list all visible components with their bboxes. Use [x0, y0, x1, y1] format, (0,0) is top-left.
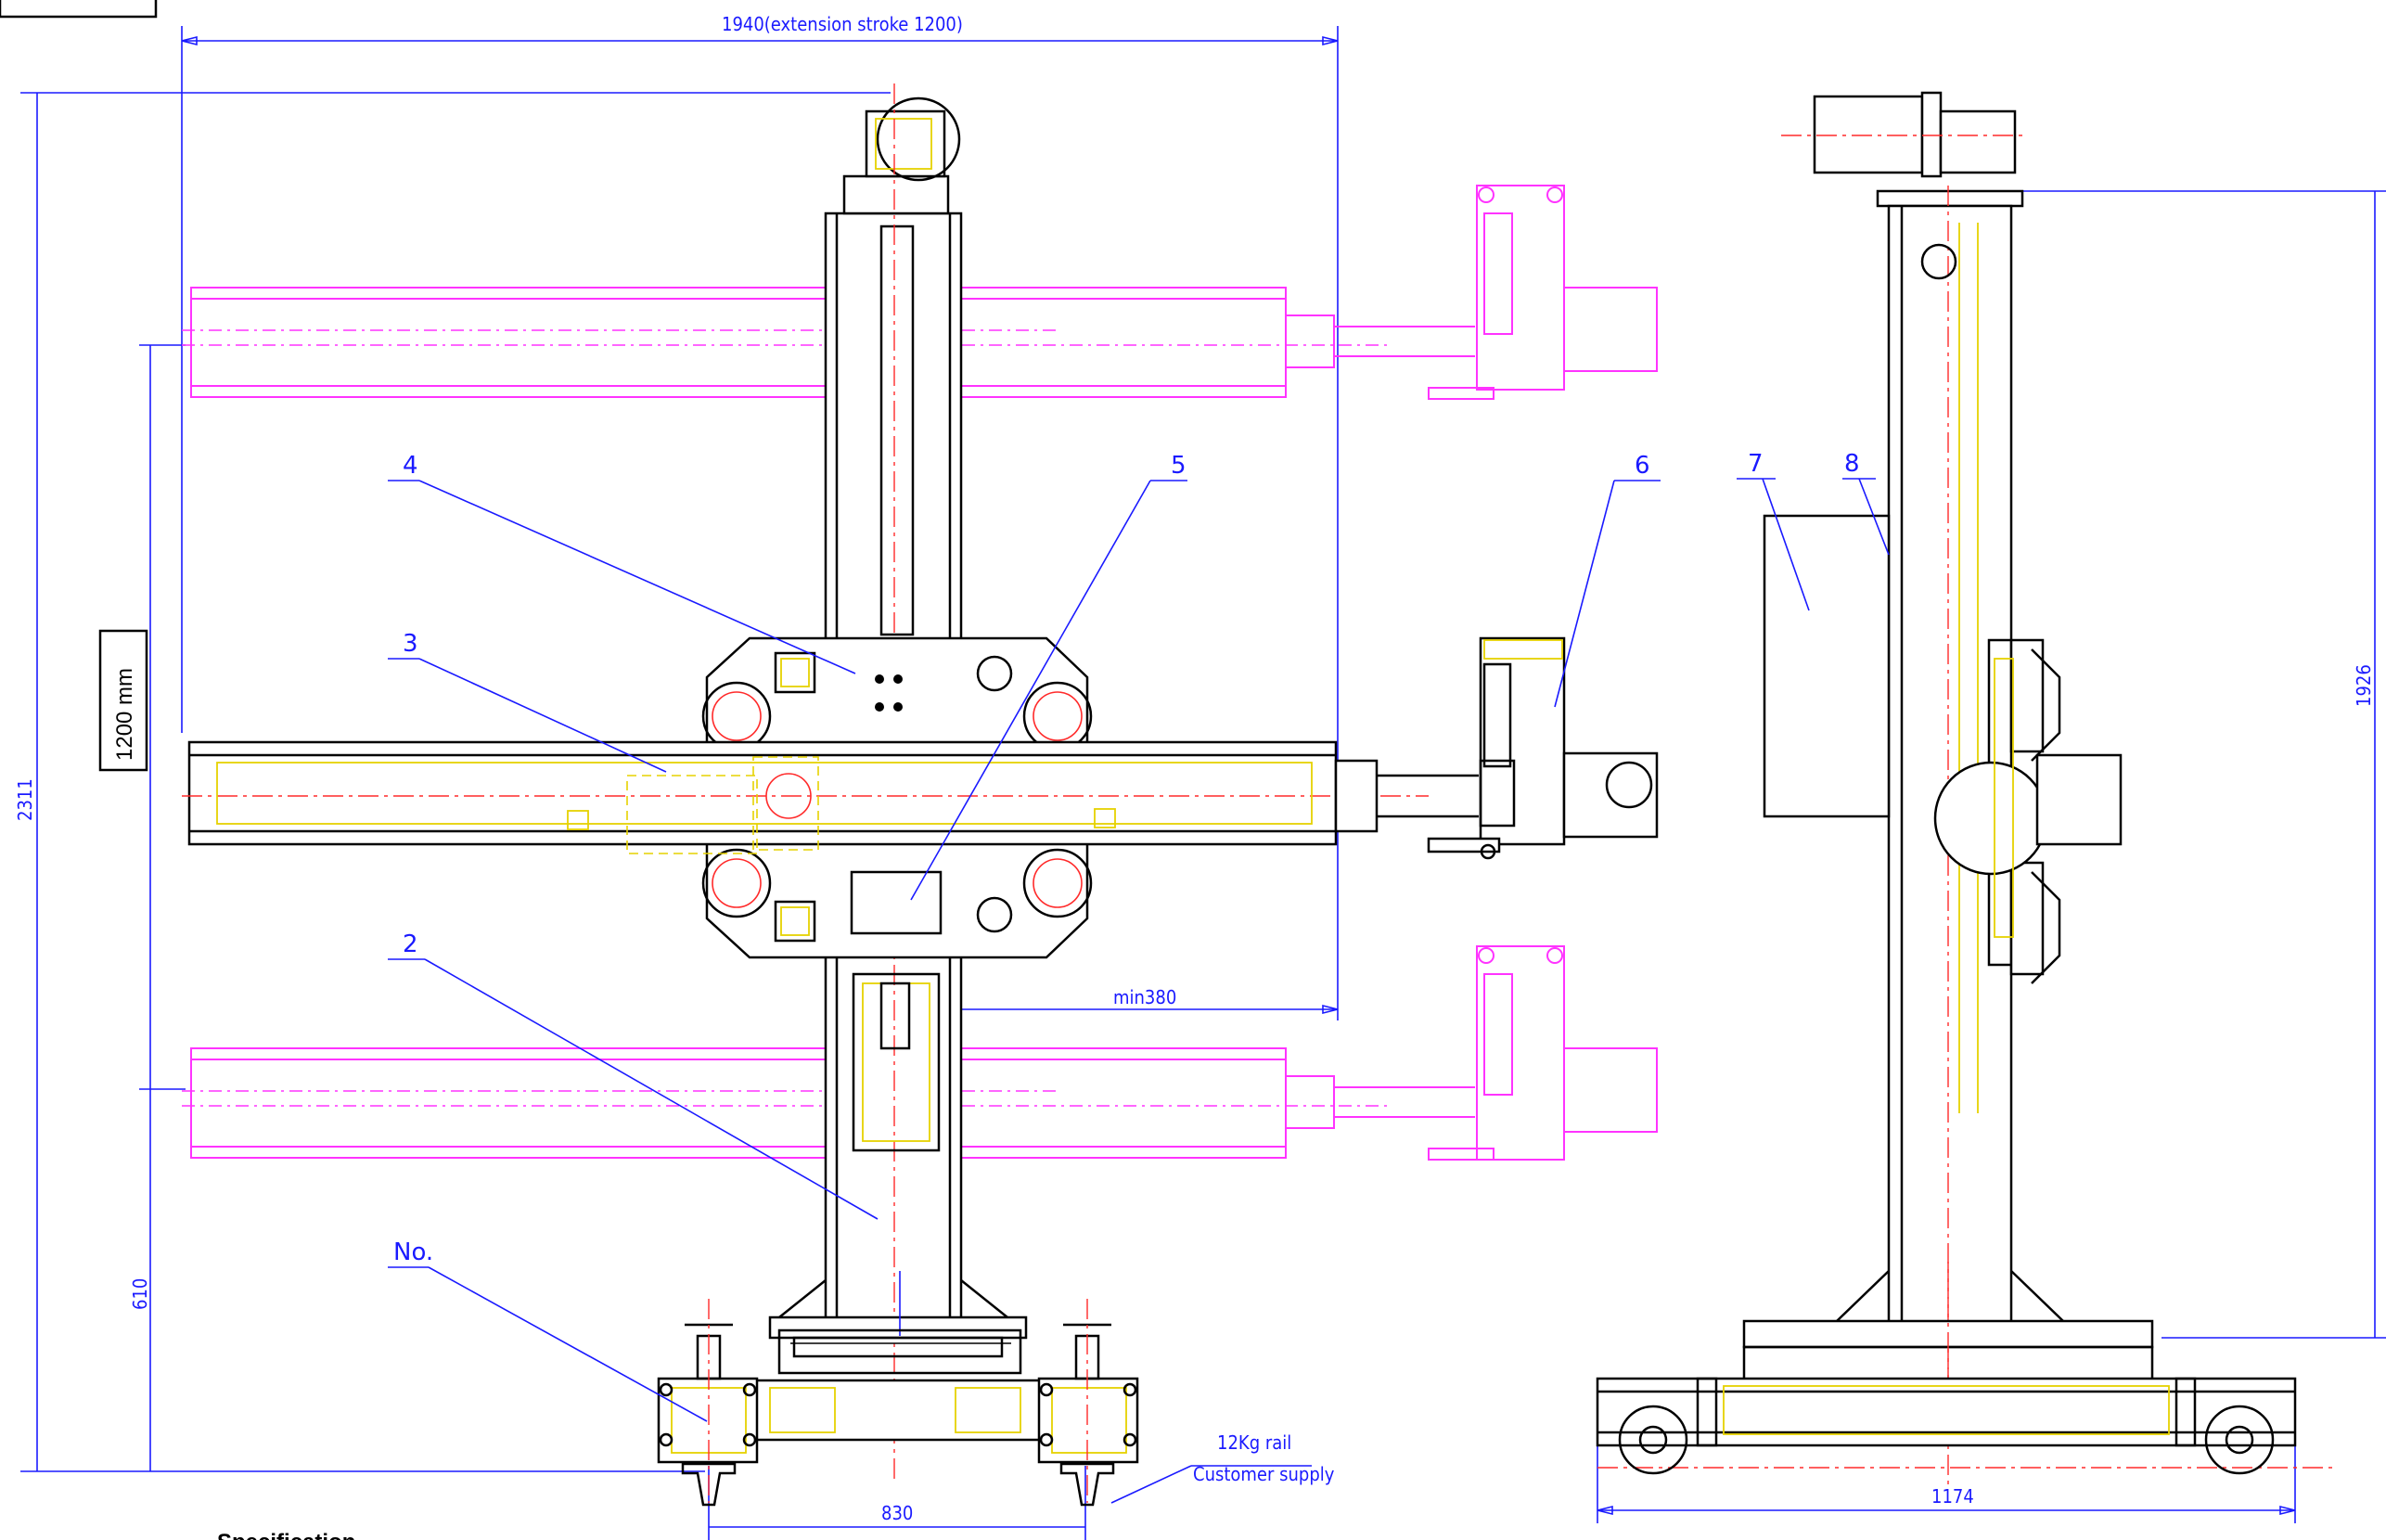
- callout-5: 5: [1171, 452, 1187, 480]
- stroke-box-label: 1200 mm: [112, 668, 137, 761]
- dimension-lift-height: 1926: [2353, 664, 2375, 707]
- dimension-min-reach: min380: [1113, 986, 1176, 1008]
- callout-7: 7: [1748, 450, 1764, 478]
- stroke-box: [98, 629, 148, 772]
- dimension-track-gauge: 830: [881, 1502, 913, 1524]
- title-block-corner: [0, 0, 158, 19]
- callout-6: 6: [1635, 452, 1650, 480]
- dimension-base-height: 610: [129, 1278, 151, 1310]
- callout-no: No.: [393, 1238, 433, 1266]
- callout-2: 2: [403, 930, 418, 958]
- rail-note-line1: 12Kg rail: [1217, 1431, 1291, 1454]
- front-welding-head: [1427, 636, 1659, 860]
- phantom-boom-lower: [182, 945, 1658, 1161]
- side-view: [1596, 91, 2338, 1484]
- dimension-base-length: 1174: [1931, 1485, 1974, 1508]
- callout-3: 3: [403, 630, 418, 658]
- spec-heading: Specification: [217, 1530, 355, 1540]
- callout-8: 8: [1844, 450, 1860, 478]
- callout-4: 4: [403, 452, 418, 480]
- front-boom: [182, 740, 1479, 854]
- dimension-total-height: 2311: [14, 778, 36, 821]
- rail-note-line2: Customer supply: [1193, 1463, 1335, 1485]
- dimension-extension: 1940(extension stroke 1200): [722, 13, 963, 35]
- front-base: [657, 1299, 1139, 1507]
- dimension-lines: 1940(extension stroke 1200) 2311 610 120…: [14, 13, 2386, 1540]
- callout-leaders: [388, 478, 1890, 1504]
